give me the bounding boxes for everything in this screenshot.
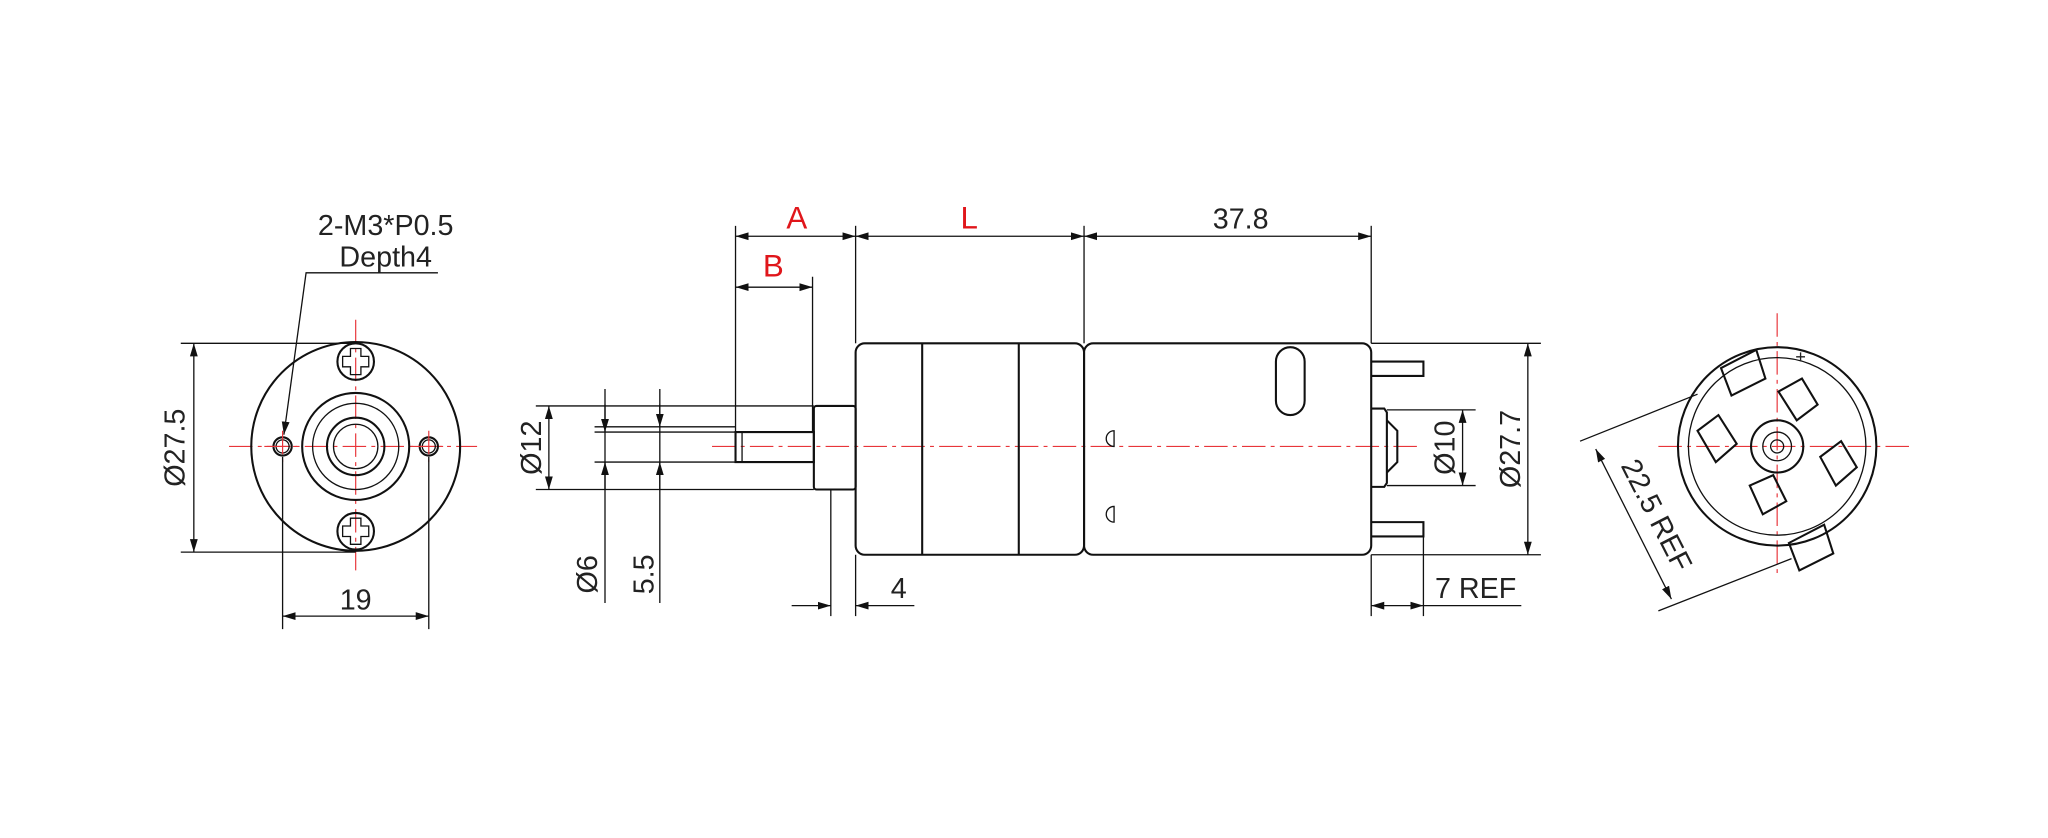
motor-body [1082, 342, 1373, 556]
end-boss [1371, 407, 1388, 488]
flange-outline [250, 340, 462, 552]
terminal-tab [1787, 523, 1835, 572]
terminal-tab [1719, 348, 1767, 397]
terminal-length-label: 7 REF [1435, 573, 1516, 605]
terminal-top [1371, 360, 1425, 377]
gearbox-body [854, 342, 1086, 556]
hole-spacing-label: 19 [340, 585, 372, 617]
shaft-flat-label: 5.5 [628, 554, 660, 594]
collar-length-label: 4 [891, 573, 907, 605]
rear-view: + 22.5 REF [1579, 313, 1913, 612]
shaft-outer [325, 416, 386, 477]
dimension-l-label: L [960, 200, 977, 235]
brush-holder [1776, 377, 1819, 422]
side-view: A L 37.8 B Ø12 Ø6 5.5 4 Ø10 Ø27.7 [516, 200, 1541, 617]
boss-outer [301, 391, 411, 501]
thread-note: 2-M3*P0.5 [318, 210, 454, 242]
shaft-boss [812, 404, 857, 491]
end-boss-diameter-label: Ø10 [1430, 421, 1462, 475]
boss-ring [311, 402, 400, 491]
thread-depth-note: Depth4 [339, 241, 432, 273]
motor-length-label: 37.8 [1213, 203, 1269, 235]
dimension-a-label: A [786, 200, 807, 235]
housing-mark [1105, 505, 1115, 523]
dimension-b-label: B [763, 249, 784, 284]
screw-icon [336, 511, 376, 551]
boss-diameter-label: Ø12 [516, 421, 548, 475]
bearing-bump [1386, 419, 1399, 474]
motor-diameter-label: Ø27.7 [1495, 410, 1527, 488]
motor-end-cap [1676, 346, 1878, 547]
brush-holder [1696, 413, 1739, 464]
terminal-bottom [1371, 521, 1425, 538]
plus-icon: + [1795, 346, 1806, 367]
output-shaft [734, 431, 815, 464]
front-view: 2-M3*P0.5 Depth4 Ø27.5 19 [160, 210, 478, 630]
terminal-spacing-dimension [1595, 448, 1673, 600]
thread-leader-line [281, 272, 438, 435]
brush-holder [1748, 473, 1788, 516]
vent-slot [1274, 346, 1306, 417]
brush-holder [1818, 439, 1859, 488]
shaft-diameter-label: Ø6 [572, 555, 604, 593]
end-bearing [1750, 419, 1805, 474]
housing-mark [1105, 430, 1115, 448]
flange-diameter-label: Ø27.5 [160, 409, 192, 487]
terminal-spacing-label: 22.5 REF [1614, 454, 1698, 577]
shaft-inner [332, 423, 379, 470]
